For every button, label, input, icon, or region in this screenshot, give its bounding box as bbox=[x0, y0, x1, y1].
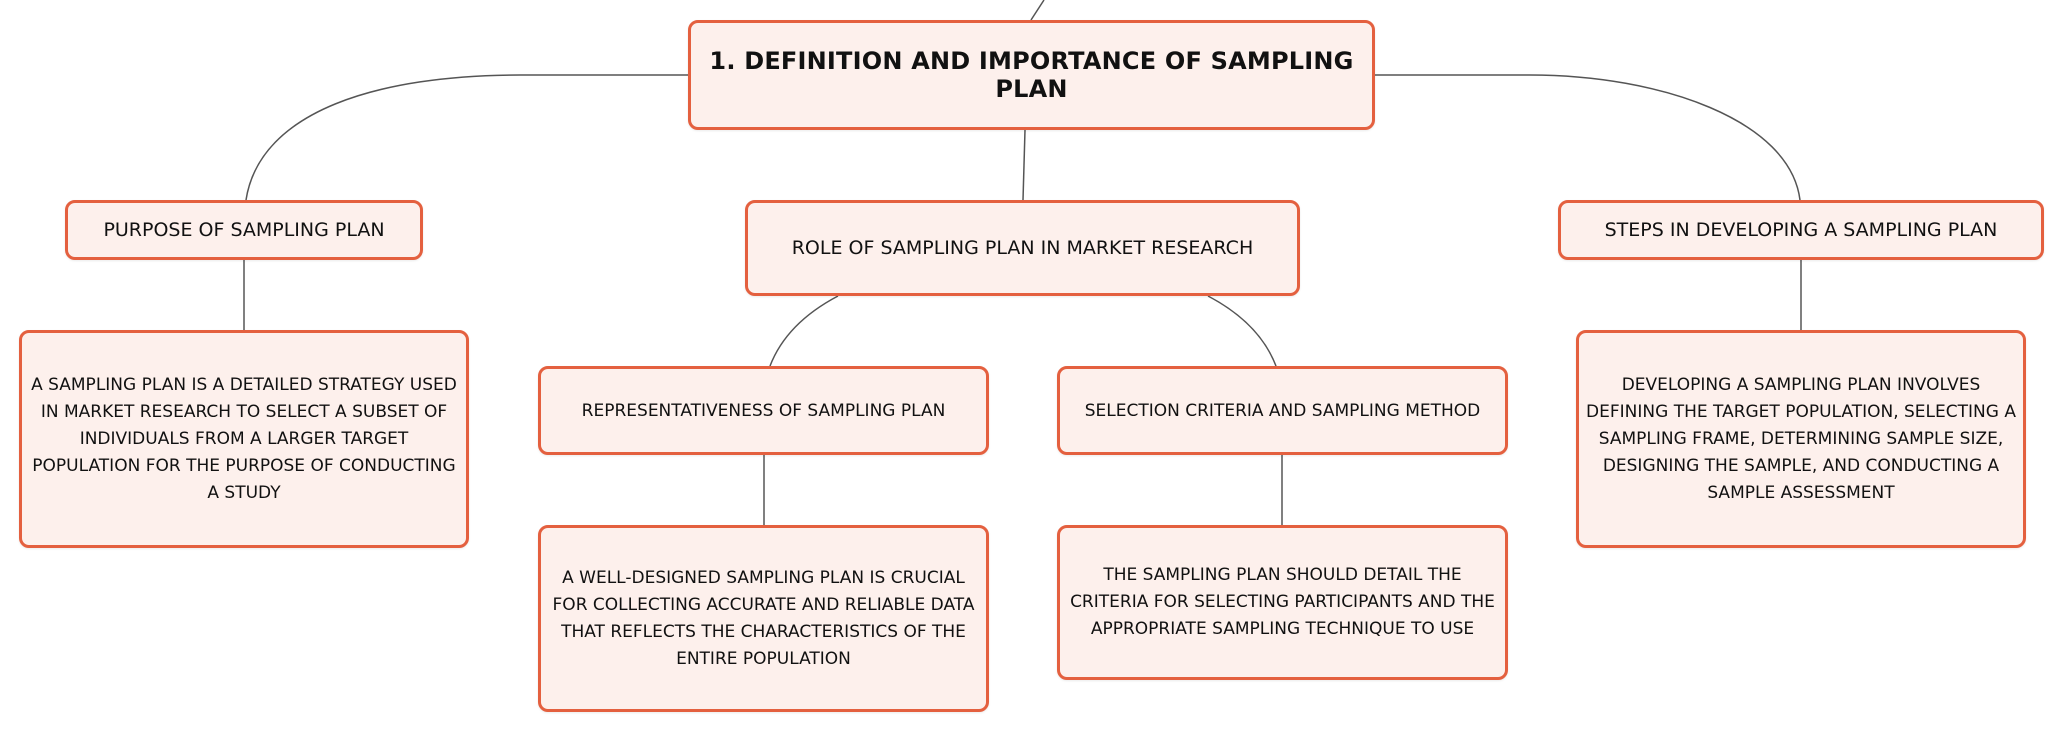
topic-steps-detail-text: DEVELOPING A SAMPLING PLAN INVOLVES DEFI… bbox=[1586, 374, 2016, 503]
connector-role-representativeness bbox=[769, 295, 839, 367]
topic-role-label: ROLE OF SAMPLING PLAN IN MARKET RESEARCH bbox=[791, 237, 1254, 259]
topic-selection-detail[interactable]: THE SAMPLING PLAN SHOULD DETAIL THE CRIT… bbox=[1057, 525, 1508, 680]
connector-root-purpose bbox=[245, 74, 688, 201]
topic-selection[interactable]: SELECTION CRITERIA AND SAMPLING METHOD bbox=[1057, 366, 1508, 455]
topic-purpose-label: PURPOSE OF SAMPLING PLAN bbox=[103, 219, 385, 241]
connector-root-steps bbox=[1375, 74, 1801, 201]
topic-steps[interactable]: STEPS IN DEVELOPING A SAMPLING PLAN bbox=[1558, 200, 2044, 260]
connector-role-selection bbox=[1207, 295, 1277, 367]
topic-representativeness[interactable]: REPRESENTATIVENESS OF SAMPLING PLAN bbox=[538, 366, 989, 455]
topic-steps-label: STEPS IN DEVELOPING A SAMPLING PLAN bbox=[1604, 219, 1998, 241]
topic-steps-detail[interactable]: DEVELOPING A SAMPLING PLAN INVOLVES DEFI… bbox=[1576, 330, 2026, 548]
connector-root-role bbox=[1022, 129, 1026, 201]
root-topic-label: 1. DEFINITION AND IMPORTANCE OF SAMPLING… bbox=[709, 47, 1354, 103]
connector-root-parent bbox=[1030, 0, 1045, 21]
topic-representativeness-label: REPRESENTATIVENESS OF SAMPLING PLAN bbox=[581, 400, 946, 421]
topic-purpose-detail-text: A SAMPLING PLAN IS A DETAILED STRATEGY U… bbox=[31, 374, 457, 503]
topic-representativeness-detail[interactable]: A WELL-DESIGNED SAMPLING PLAN IS CRUCIAL… bbox=[538, 525, 989, 712]
topic-role[interactable]: ROLE OF SAMPLING PLAN IN MARKET RESEARCH bbox=[745, 200, 1300, 296]
root-topic[interactable]: 1. DEFINITION AND IMPORTANCE OF SAMPLING… bbox=[688, 20, 1375, 130]
topic-purpose-detail[interactable]: A SAMPLING PLAN IS A DETAILED STRATEGY U… bbox=[19, 330, 469, 548]
topic-selection-label: SELECTION CRITERIA AND SAMPLING METHOD bbox=[1084, 400, 1481, 421]
topic-purpose[interactable]: PURPOSE OF SAMPLING PLAN bbox=[65, 200, 423, 260]
topic-selection-detail-text: THE SAMPLING PLAN SHOULD DETAIL THE CRIT… bbox=[1070, 565, 1495, 639]
topic-representativeness-detail-text: A WELL-DESIGNED SAMPLING PLAN IS CRUCIAL… bbox=[552, 567, 975, 669]
